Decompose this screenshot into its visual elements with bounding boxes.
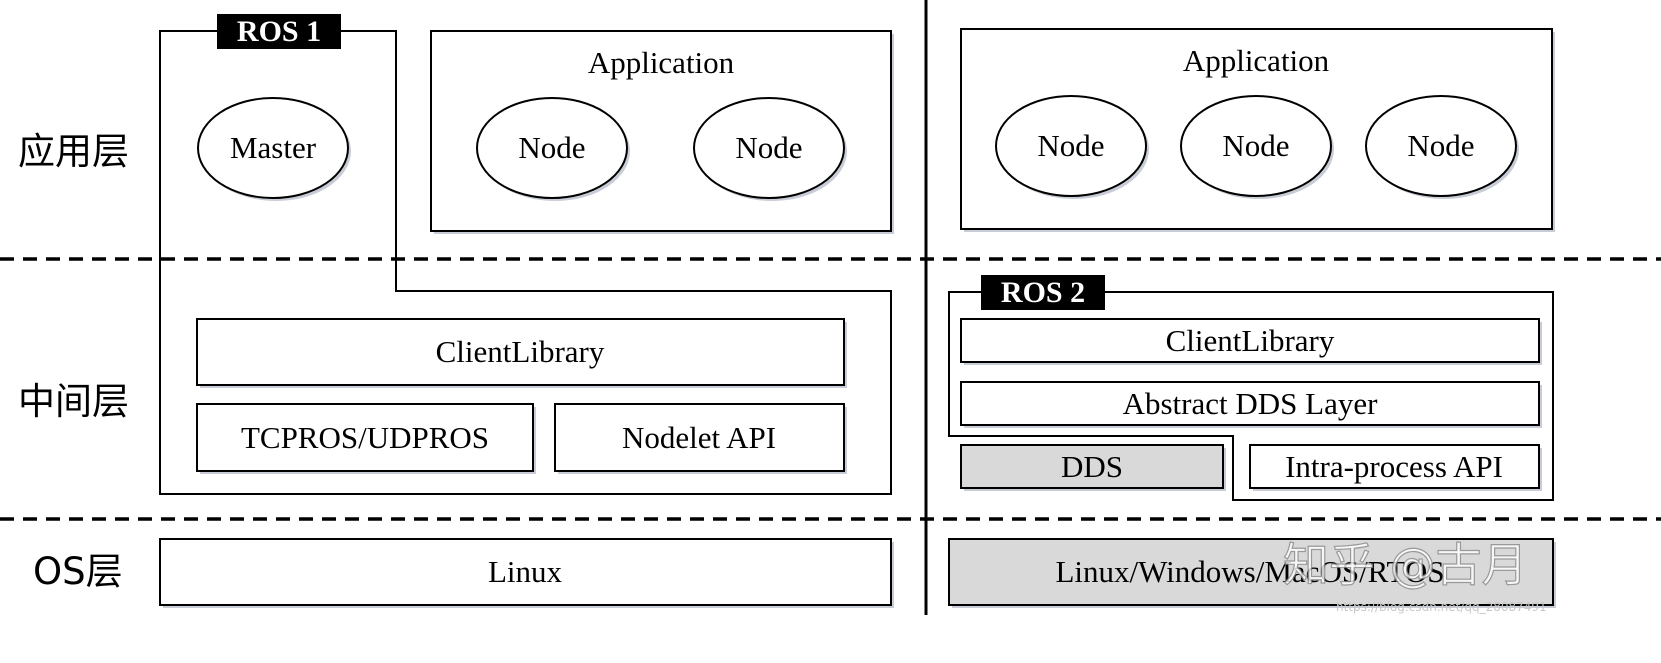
ros2-node-1-label: Node [1037,128,1104,163]
ros2-os-box [948,538,1554,606]
master-node [197,97,349,199]
ros1-node-2 [693,97,845,199]
ros1-application-title: Application [588,45,735,80]
ros1-client-library [196,318,845,386]
ros2-frame [948,291,1554,501]
ros2-application-title: Application [1183,43,1330,78]
ros2-client-library [960,318,1540,363]
csdn-url-watermark: https://blog.csdn.net/qq_28087491 [1336,600,1547,614]
ros2-client-library-label: ClientLibrary [1166,323,1335,358]
ros2-side: Application Node Node Node ROS 2 ClientL… [948,28,1556,608]
ros2-node-2-label: Node [1222,128,1289,163]
ros2-tag [981,275,1105,310]
ros1-frame [159,30,892,495]
ros2-tag-label: ROS 2 [1001,276,1085,309]
ros1-transport-label: TCPROS/UDPROS [241,420,489,455]
ros2-dds-label: DDS [1061,449,1123,484]
ros1-os-label: Linux [488,554,563,589]
ros2-node-3 [1365,95,1517,197]
layer-label-middleware: 中间层 [18,380,129,423]
layer-label-application: 应用层 [18,130,129,173]
ros2-node-3-label: Node [1407,128,1474,163]
ros1-nodelet-box [554,403,845,472]
ros1-tag-label: ROS 1 [237,15,321,48]
ros1-side: ROS 1 Master Application Node Node Clien… [159,14,894,608]
layer-label-os: OS层 [33,550,123,593]
ros1-transport-box [196,403,534,472]
ros1-node-2-label: Node [735,130,802,165]
ros2-abstract-dds [960,381,1540,426]
ros2-intra-process-label: Intra-process API [1285,449,1503,484]
ros1-node-1-label: Node [518,130,585,165]
ros1-nodelet-label: Nodelet API [622,420,776,455]
ros2-node-1 [995,95,1147,197]
ros2-os-label: Linux/Windows/MacOS/RTOS [1056,554,1445,589]
ros2-dds-box [960,444,1224,489]
ros1-tag [217,14,341,49]
ros1-node-1 [476,97,628,199]
zhihu-watermark: 知乎 @古月 [1283,538,1528,592]
ros2-node-2 [1180,95,1332,197]
ros1-os-box [159,538,892,606]
ros2-intra-process-box [1249,444,1540,489]
ros2-abstract-dds-label: Abstract DDS Layer [1123,386,1378,421]
ros1-client-library-label: ClientLibrary [436,334,605,369]
master-label: Master [230,130,317,165]
